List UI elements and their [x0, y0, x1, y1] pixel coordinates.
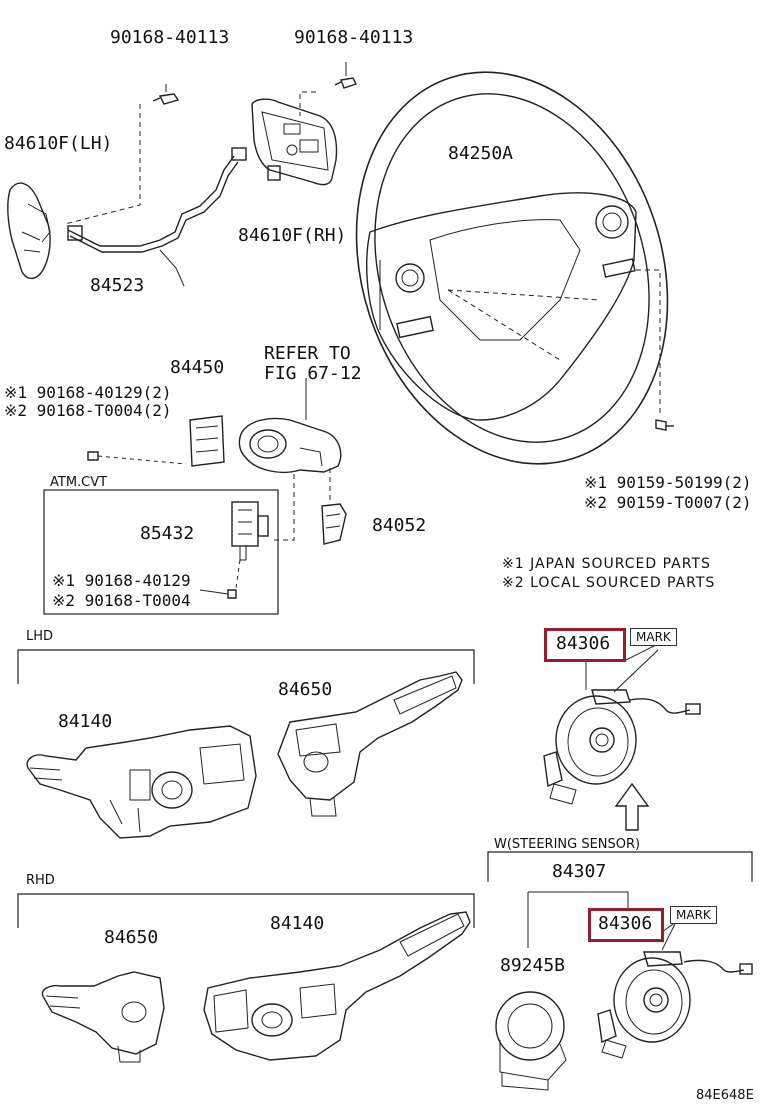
combo-lhd-label: 84140	[58, 711, 113, 732]
lever-rhd-label: 84650	[104, 927, 159, 948]
steering-wheel-label: 84250A	[448, 143, 514, 164]
steering-sensor-label: W(STEERING SENSOR)	[494, 837, 641, 852]
steering-wheel-icon	[355, 71, 669, 465]
note-japan: ※1 JAPAN SOURCED PARTS	[502, 556, 711, 572]
bolt-right-icon	[334, 62, 357, 89]
shift-lock-solenoid-icon	[199, 501, 269, 599]
lhd-label: LHD	[26, 629, 54, 644]
screw-a1-label: ※1 90168-40129(2)	[4, 383, 172, 402]
screw-a2-label: ※2 90168-T0004(2)	[4, 401, 172, 420]
note-local: ※2 LOCAL SOURCED PARTS	[502, 575, 716, 591]
screw-b1-label: ※1 90159-50199(2)	[584, 473, 752, 492]
bolt-left-label: 90168-40113	[110, 27, 230, 48]
lever-lhd-label: 84650	[278, 679, 333, 700]
screw-c1-label: ※1 90168-40129	[52, 571, 191, 590]
steering-switch-lh-icon	[7, 182, 51, 279]
spiral-cable-bottom-label: 84306	[598, 913, 653, 934]
mark-top-label: MARK	[630, 628, 677, 646]
screw-lock-icon	[87, 451, 187, 465]
wire-harness-label: 84523	[90, 275, 145, 296]
atm-cvt-label: ATM.CVT	[50, 475, 108, 490]
key-cylinder-icon	[189, 378, 342, 541]
screw-c2-label: ※2 90168-T0004	[52, 591, 191, 610]
spiral-cable-bottom-icon	[597, 951, 753, 1059]
combination-switch-lhd-icon	[26, 725, 257, 839]
solenoid-label: 85432	[140, 523, 195, 544]
lock-label: 84450	[170, 357, 225, 378]
screw-b2-label: ※2 90159-T0007(2)	[584, 493, 752, 512]
steering-sensor-ring-icon	[495, 991, 567, 1091]
figure-code: 84E648E	[696, 1088, 754, 1103]
sensor-84052-icon	[321, 503, 347, 545]
mark-bottom-label: MARK	[670, 906, 717, 924]
spiral-cable-top-icon	[543, 689, 701, 805]
rhd-label: RHD	[26, 873, 55, 888]
lever-switch-lhd-icon	[277, 671, 463, 817]
steering-switch-rh-icon	[251, 98, 338, 186]
highlight-box-bottom	[588, 908, 664, 942]
switch-lh-label: 84610F(LH)	[4, 133, 113, 154]
spiral-cable-top-label: 84306	[556, 633, 611, 654]
refer-line1: REFER TO	[264, 343, 351, 364]
wire-harness-icon	[67, 147, 247, 287]
lever-switch-rhd-icon	[41, 971, 165, 1063]
combo-rhd-label: 84140	[270, 913, 325, 934]
sensor-84052-label: 84052	[372, 515, 427, 536]
bolt-left-icon	[152, 84, 180, 105]
bolt-right-label: 90168-40113	[294, 27, 414, 48]
combination-switch-rhd-icon	[203, 911, 471, 1061]
highlight-box-top	[544, 628, 626, 662]
assy-label: 84307	[552, 861, 607, 882]
arrow-up-icon	[614, 782, 650, 831]
switch-rh-label: 84610F(RH)	[238, 225, 347, 246]
refer-line2: FIG 67-12	[264, 363, 362, 384]
screw-wheel-icon	[655, 419, 674, 431]
sensor-ring-label: 89245B	[500, 955, 566, 976]
